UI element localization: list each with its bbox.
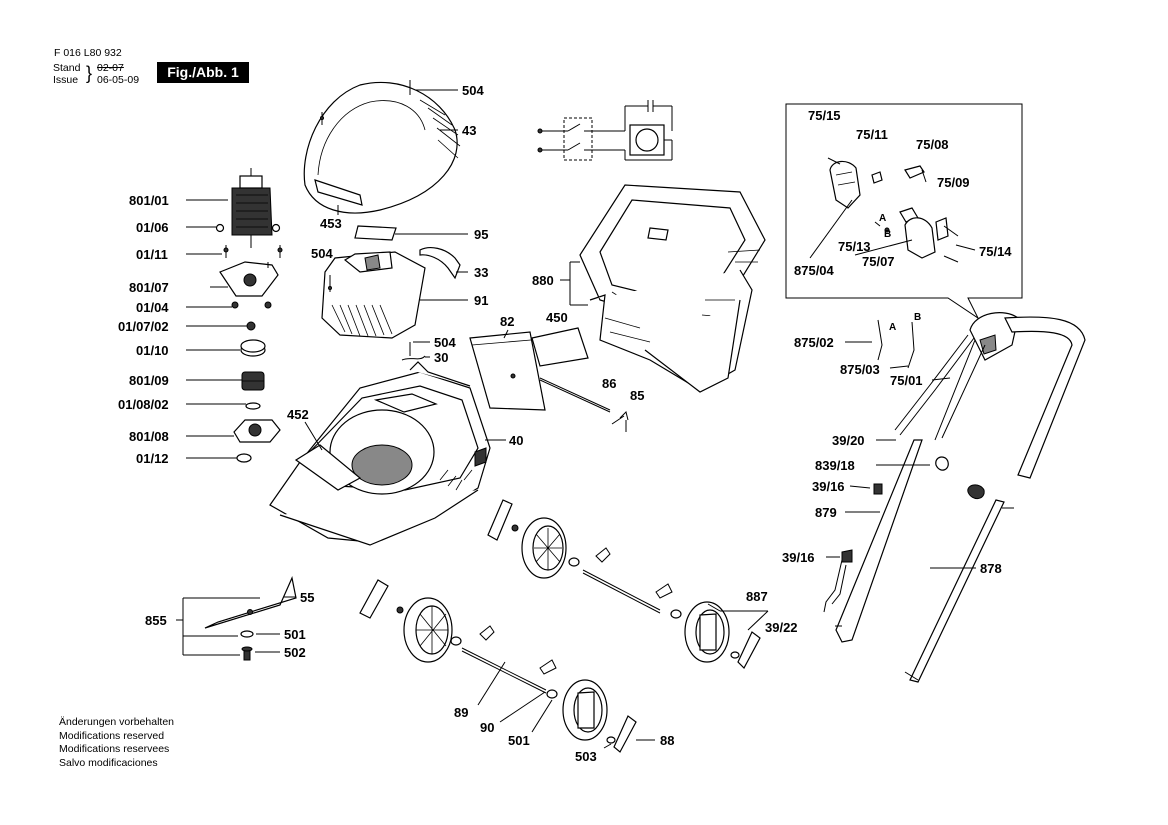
callout-39-20: 39/20 bbox=[832, 433, 865, 448]
note-en: Modifications reserved bbox=[59, 729, 165, 742]
callout-453: 453 bbox=[320, 216, 342, 231]
stand-label: Stand bbox=[53, 62, 81, 74]
callout-501b: 501 bbox=[508, 733, 530, 748]
callout-887: 887 bbox=[746, 589, 768, 604]
callout-75-13: 75/13 bbox=[838, 239, 871, 254]
callout-75-08: 75/08 bbox=[916, 137, 949, 152]
callout-86: 86 bbox=[602, 376, 616, 391]
callout-501a: 501 bbox=[284, 627, 306, 642]
callout-801-07: 801/07 bbox=[129, 280, 169, 295]
note-fr: Modifications reservees bbox=[59, 743, 170, 755]
disclaimer-notes: Änderungen vorbehalten Modifications res… bbox=[59, 716, 174, 770]
blade-part bbox=[176, 576, 297, 661]
wheel-assemblies bbox=[359, 499, 769, 753]
issue-value: 06-05-09 bbox=[97, 74, 140, 86]
callout-504b: 504 bbox=[311, 246, 333, 261]
callout-55: 55 bbox=[300, 590, 314, 605]
flap-parts bbox=[401, 327, 629, 432]
callout-75-14: 75/14 bbox=[979, 244, 1012, 259]
callout-01-06: 01/06 bbox=[136, 220, 169, 235]
callout-01-12: 01/12 bbox=[136, 451, 169, 466]
callout-839-18: 839/18 bbox=[815, 458, 855, 473]
motor-hood-part bbox=[303, 80, 461, 215]
callout-39-22: 39/22 bbox=[765, 620, 798, 635]
callout-90: 90 bbox=[480, 720, 494, 735]
callout-b2: B bbox=[914, 312, 921, 323]
callout-875-03: 875/03 bbox=[840, 362, 880, 377]
callout-875-04: 875/04 bbox=[794, 263, 835, 278]
motor-components-part bbox=[186, 168, 283, 463]
callout-801-08: 801/08 bbox=[129, 429, 169, 444]
callout-89: 89 bbox=[454, 705, 468, 720]
callout-855: 855 bbox=[145, 613, 167, 628]
callout-75-11: 75/11 bbox=[856, 127, 888, 142]
callout-01-07-02: 01/07/02 bbox=[118, 319, 169, 334]
note-de: Änderungen vorbehalten bbox=[59, 716, 175, 728]
stand-value: 02-07 bbox=[97, 62, 124, 74]
callout-502: 502 bbox=[284, 645, 306, 660]
callout-75-09: 75/09 bbox=[937, 175, 970, 190]
callout-880: 880 bbox=[532, 273, 554, 288]
callout-875-02: 875/02 bbox=[794, 335, 834, 350]
callout-01-10: 01/10 bbox=[136, 343, 169, 358]
callout-40: 40 bbox=[509, 433, 523, 448]
wiring-schematic bbox=[537, 100, 673, 161]
callout-75-15: 75/15 bbox=[808, 108, 841, 123]
grass-box-part bbox=[560, 184, 766, 393]
callout-503: 503 bbox=[575, 749, 597, 764]
callout-33: 33 bbox=[474, 265, 488, 280]
callout-01-08-02: 01/08/02 bbox=[118, 397, 169, 412]
callout-801-01: 801/01 bbox=[129, 193, 169, 208]
callout-75-01: 75/01 bbox=[890, 373, 923, 388]
brace-icon: } bbox=[86, 63, 93, 83]
callout-01-11: 01/11 bbox=[136, 247, 168, 262]
callout-85: 85 bbox=[630, 388, 644, 403]
handle-assembly bbox=[823, 312, 1086, 683]
callout-801-09: 801/09 bbox=[129, 373, 169, 388]
callout-43: 43 bbox=[462, 123, 476, 138]
callout-452: 452 bbox=[287, 407, 309, 422]
callout-878: 878 bbox=[980, 561, 1002, 576]
note-es: Salvo modificaciones bbox=[59, 756, 158, 769]
switch-detail-box bbox=[785, 103, 1023, 320]
mower-deck-part bbox=[269, 361, 506, 546]
callout-a1: A bbox=[879, 213, 886, 224]
callout-b1: B bbox=[884, 229, 891, 240]
callout-75-07: 75/07 bbox=[862, 254, 895, 269]
figure-badge: Fig./Abb. 1 bbox=[157, 62, 249, 83]
callout-a2: A bbox=[889, 322, 896, 333]
callout-30: 30 bbox=[434, 350, 448, 365]
callout-01-04: 01/04 bbox=[136, 300, 169, 315]
issue-label: Issue bbox=[53, 74, 79, 86]
callout-88: 88 bbox=[660, 733, 674, 748]
callout-450: 450 bbox=[546, 310, 568, 325]
callout-39-16b: 39/16 bbox=[782, 550, 815, 565]
callout-39-16a: 39/16 bbox=[812, 479, 845, 494]
callout-504a: 504 bbox=[462, 83, 484, 98]
callout-504c: 504 bbox=[434, 335, 456, 350]
callout-labels: 504 43 453 801/01 01/06 01/11 95 504 33 … bbox=[118, 83, 1012, 764]
document-number: F 016 L80 932 bbox=[54, 47, 122, 59]
motor-housing-part bbox=[321, 225, 468, 339]
callout-91: 91 bbox=[474, 293, 488, 308]
callout-95: 95 bbox=[474, 227, 488, 242]
callout-82: 82 bbox=[500, 314, 514, 329]
callout-879: 879 bbox=[815, 505, 837, 520]
